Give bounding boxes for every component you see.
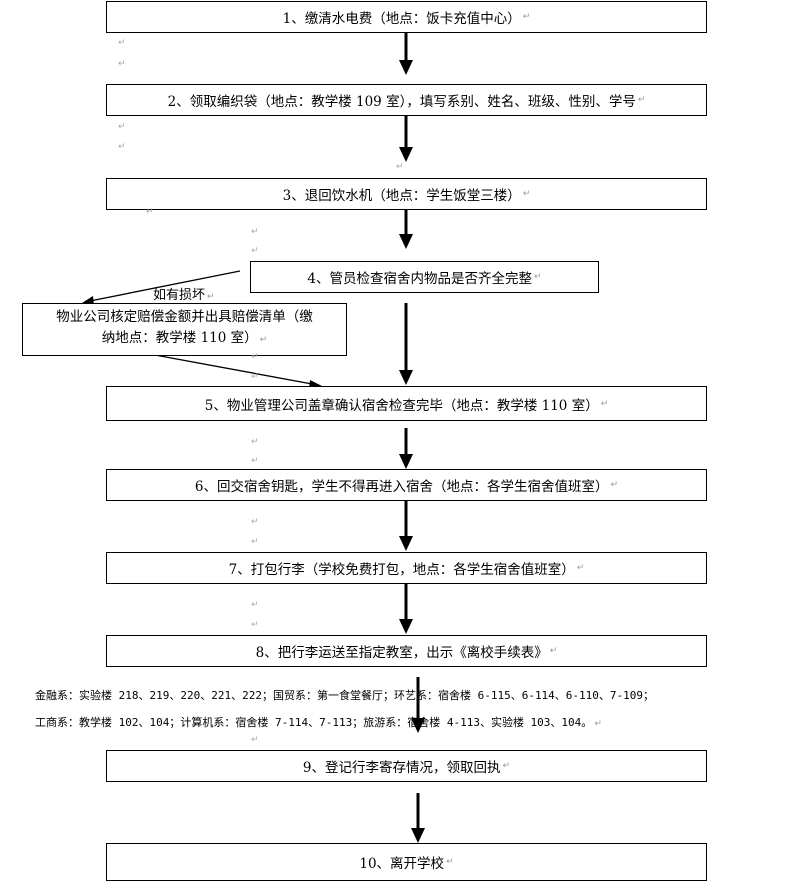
paragraph-mark-icon: ↵ [522,12,531,22]
paragraph-mark-icon: ↵ [251,437,259,447]
step-3-box: 3、退回饮水机（地点：学生饭堂三楼）↵ [106,178,707,210]
step-10-box: 10、离开学校↵ [106,843,707,881]
paragraph-mark-icon: ↵ [502,761,511,771]
paragraph-mark-icon: ↵ [118,59,126,69]
paragraph-mark-icon: ↵ [251,227,259,237]
paragraph-mark-icon: ↵ [251,735,259,745]
classroom-note-line-2-text: 工商系：教学楼 102、104；计算机系：宿舍楼 7-114、7-113；旅游系… [35,716,593,729]
paragraph-mark-icon: ↵ [251,537,259,547]
arrow-3-to-4 [399,210,413,249]
step-5-text: 5、物业管理公司盖章确认宿舍检查完毕（地点：教学楼 110 室） [204,397,599,414]
paragraph-mark-icon: ↵ [251,600,259,610]
step-9-text: 9、登记行李寄存情况，领取回执 [302,760,501,776]
damage-line-1: 物业公司核定赔偿金额并出具赔偿清单（缴 [56,309,313,325]
step-4-text: 4、管员检查宿舍内物品是否齐全完整 [307,271,533,287]
paragraph-mark-icon: ↵ [576,563,585,573]
step-8-box: 8、把行李运送至指定教室，出示《离校手续表》↵ [106,635,707,667]
arrow-damage-to-5 [154,354,322,389]
damage-condition-text: 如有损坏 [153,288,206,303]
paragraph-mark-icon: ↵ [251,246,259,256]
paragraph-mark-icon: ↵ [637,95,646,105]
damage-condition-label: 如有损坏↵ [153,284,215,303]
paragraph-mark-icon: ↵ [118,142,126,152]
paragraph-mark-icon: ↵ [146,207,154,217]
arrow-4-to-5 [399,303,413,385]
step-2-text: 2、领取编织袋（地点：教学楼 109 室），填写系别、姓名、班级、性别、学号 [167,94,636,110]
paragraph-mark-icon: ↵ [251,517,259,527]
arrow-2-to-3 [399,116,413,162]
step-6-text: 6、回交宿舍钥匙，学生不得再进入宿舍（地点：各学生宿舍值班室） [194,479,609,495]
arrow-5-to-6 [399,428,413,469]
step-4-box: 4、管员检查宿舍内物品是否齐全完整↵ [250,261,599,293]
paragraph-mark-icon: ↵ [446,857,454,867]
paragraph-mark-icon: ↵ [118,38,126,48]
paragraph-mark-icon: ↵ [251,456,259,466]
damage-line-2: 纳地点：教学楼 110 室）↵ [23,328,346,351]
paragraph-mark-icon: ↵ [600,398,609,409]
step-7-box: 7、打包行李（学校免费打包，地点：各学生宿舍值班室）↵ [106,552,707,584]
paragraph-mark-icon: ↵ [534,272,542,282]
step-1-text: 1、缴清水电费（地点：饭卡充值中心） [282,11,521,27]
paragraph-mark-icon: ↵ [396,162,404,172]
paragraph-mark-icon: ↵ [251,352,259,362]
paragraph-mark-icon: ↵ [118,122,126,132]
paragraph-mark-icon: ↵ [549,646,558,656]
arrow-6-to-7 [399,501,413,551]
step-2-box: 2、领取编织袋（地点：教学楼 109 室），填写系别、姓名、班级、性别、学号↵ [106,84,707,116]
arrow-7-to-8 [399,583,413,634]
step-8-text: 8、把行李运送至指定教室，出示《离校手续表》 [255,645,548,661]
classroom-note-line-2: 工商系：教学楼 102、104；计算机系：宿舍楼 7-114、7-113；旅游系… [35,714,602,730]
arrow-1-to-2 [399,33,413,75]
classroom-note-line-1: 金融系：实验楼 218、219、220、221、222；国贸系：第一食堂餐厅；环… [35,689,655,702]
paragraph-mark-icon: ↵ [251,372,259,382]
paragraph-mark-icon: ↵ [251,620,259,630]
paragraph-mark-icon: ↵ [610,480,619,490]
arrow-9-to-10 [411,793,425,843]
paragraph-mark-icon: ↵ [207,292,215,302]
step-7-text: 7、打包行李（学校免费打包，地点：各学生宿舍值班室） [228,562,575,578]
paragraph-mark-icon: ↵ [259,335,268,345]
step-1-box: 1、缴清水电费（地点：饭卡充值中心）↵ [106,1,707,33]
damage-line-2-text: 纳地点：教学楼 110 室） [101,330,258,346]
step-5-box: 5、物业管理公司盖章确认宿舍检查完毕（地点：教学楼 110 室）↵ [106,386,707,421]
step-9-box: 9、登记行李寄存情况，领取回执↵ [106,750,707,782]
paragraph-mark-icon: ↵ [594,719,602,729]
damage-compensation-box: 物业公司核定赔偿金额并出具赔偿清单（缴 纳地点：教学楼 110 室）↵ [22,303,347,356]
step-10-text: 10、离开学校 [359,856,445,872]
step-3-text: 3、退回饮水机（地点：学生饭堂三楼） [282,188,521,204]
step-6-box: 6、回交宿舍钥匙，学生不得再进入宿舍（地点：各学生宿舍值班室）↵ [106,469,707,501]
paragraph-mark-icon: ↵ [522,189,531,199]
